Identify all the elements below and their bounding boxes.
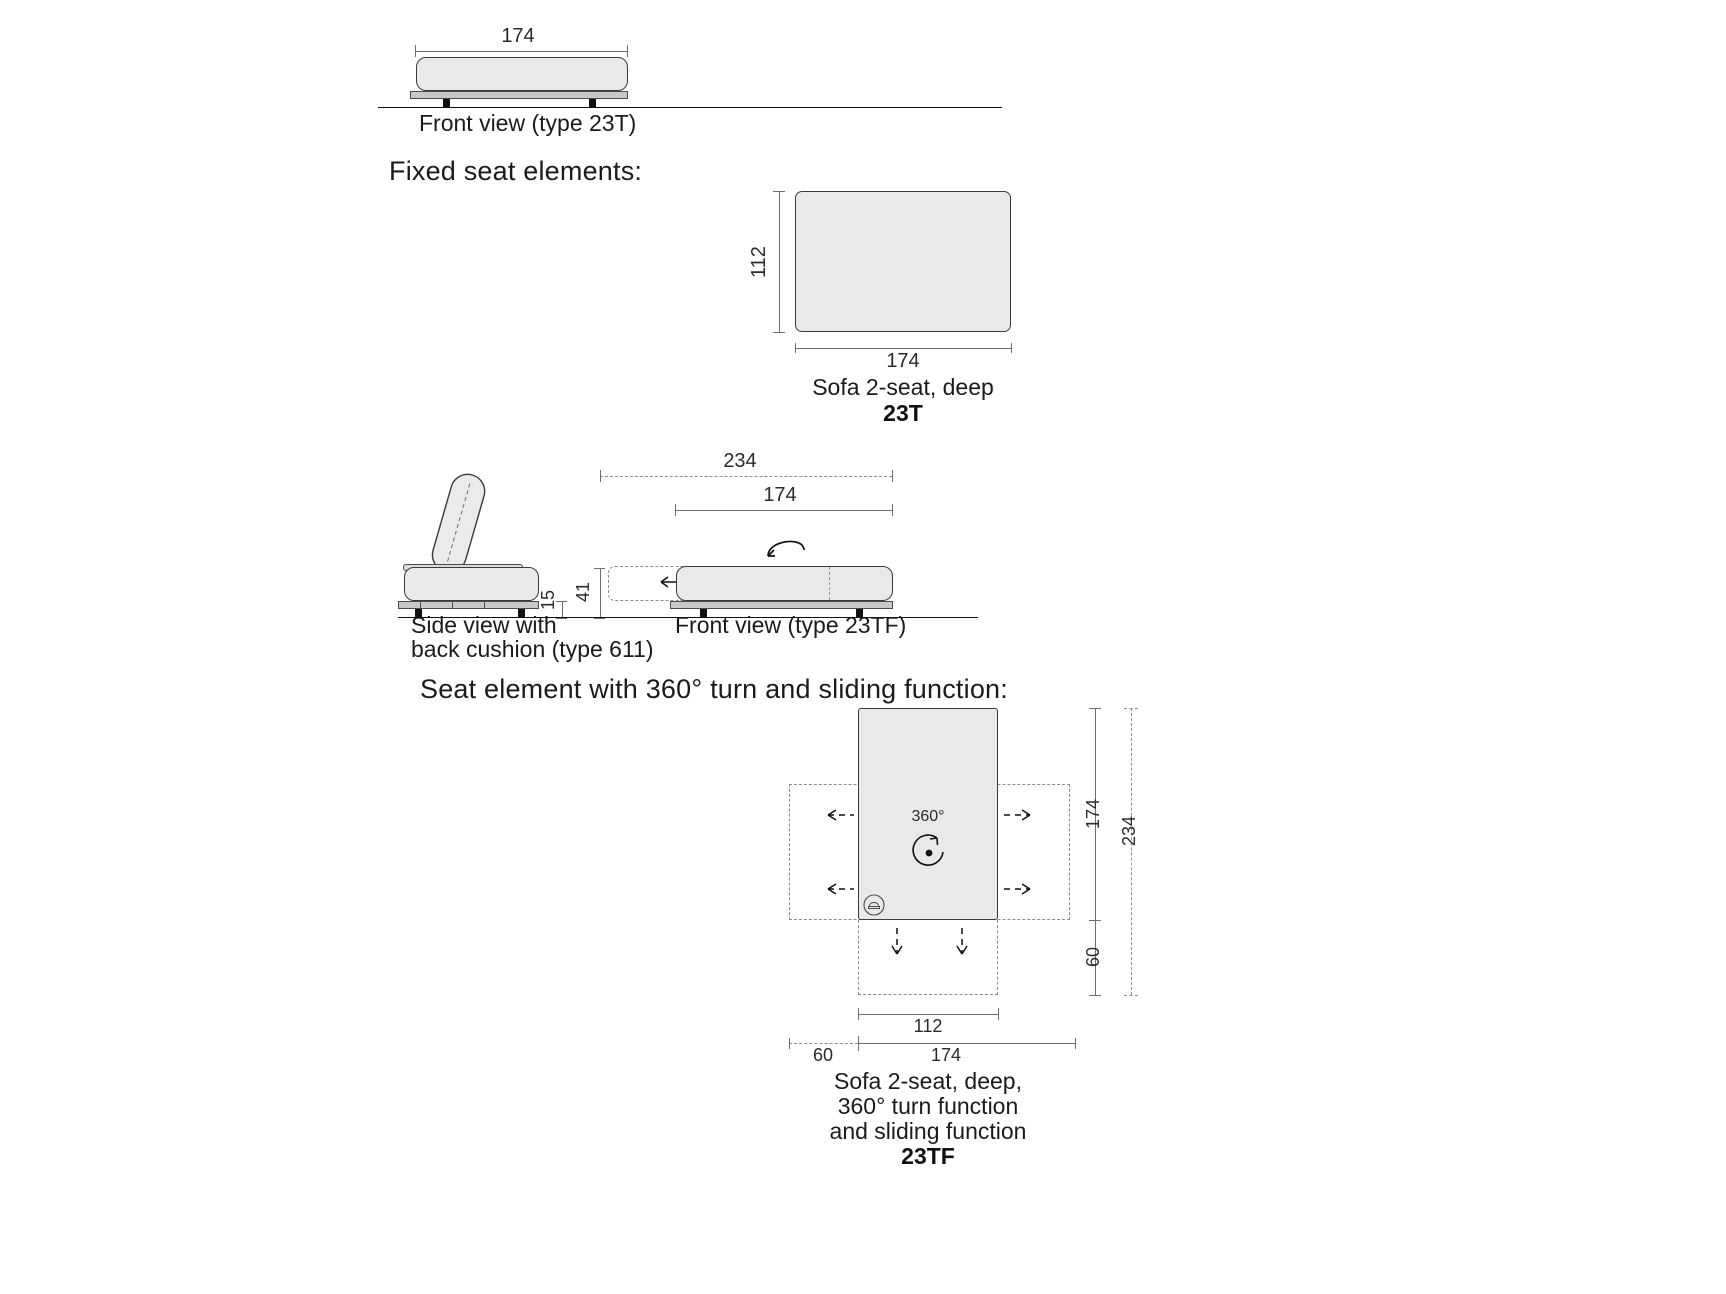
body-seam-line: [829, 567, 830, 600]
foot-side-right: [518, 609, 525, 618]
rotate-arrow-icon: [767, 540, 805, 557]
caption-turn-line2: 360° turn function: [837, 1093, 1019, 1119]
dim-tick-w-left: [795, 343, 796, 353]
dim-tick-41-top: [594, 568, 605, 569]
arrow-down-right-icon: [956, 928, 968, 955]
plan-view-23tf: [858, 708, 998, 920]
dim-tick-234-left: [600, 470, 601, 482]
plinth-side: [398, 601, 539, 609]
seat-body-front-23t: [416, 57, 628, 91]
heading-fixed-seat-elements: Fixed seat elements:: [389, 156, 643, 186]
caption-front-view-23t: Front view (type 23T): [419, 110, 637, 136]
dim-tick-234-right: [892, 470, 893, 482]
dim-tick-left: [415, 45, 416, 57]
dim-line-bottom-60: [789, 1043, 858, 1044]
dim-tick-r234-bottom: [1124, 995, 1138, 996]
ghost-slide-band-vertical: [858, 915, 998, 995]
dim-line-right-234: [1131, 708, 1132, 995]
label-360-degrees: 360°: [911, 808, 945, 825]
dim-bottom-60: 60: [812, 1045, 834, 1065]
dim-line-depth-23t: [779, 191, 780, 332]
dim-234-label: 234: [723, 450, 757, 472]
dim-tick-41-bottom: [594, 618, 605, 619]
dim-tick-r234-top: [1124, 708, 1138, 709]
dim-line-15: [562, 601, 563, 619]
foot-tf-left: [700, 609, 707, 618]
ground-line-middle: [398, 617, 978, 618]
caption-side-view-line1: Side view with: [411, 612, 557, 638]
foot-left: [443, 99, 450, 108]
arrow-left-bottom-icon: [827, 883, 854, 895]
plinth-front-23tf: [670, 601, 893, 609]
dim-174-label-tf: 174: [763, 484, 797, 506]
dim-depth-23t: 112: [748, 246, 770, 278]
seat-body-side: [404, 567, 539, 601]
dim-bottom-112: 112: [913, 1016, 943, 1036]
dim-tick-r60-bottom: [1089, 995, 1101, 996]
heading-turn-sliding: Seat element with 360° turn and sliding …: [420, 674, 1008, 704]
dim-top-front-width: 174: [501, 25, 535, 47]
dim-tick-15-top: [556, 601, 567, 602]
dim-line-top-front: [415, 51, 627, 52]
dim-height-41: 41: [573, 581, 593, 603]
caption-front-view-23tf: Front view (type 23TF): [675, 612, 907, 638]
code-23tf: 23TF: [901, 1143, 955, 1169]
dim-tick-174-left: [675, 504, 676, 516]
dim-tick-b174-right: [1075, 1038, 1076, 1049]
plinth-front-23t: [410, 91, 628, 99]
dim-tick-b60-left: [789, 1038, 790, 1049]
dim-tick-r174-top: [1089, 708, 1101, 709]
foot-tf-right: [856, 609, 863, 618]
dim-line-bottom-112: [858, 1014, 998, 1015]
dim-line-bottom-174: [858, 1043, 1075, 1044]
dim-tick-174-right: [892, 504, 893, 516]
dim-bottom-174: 174: [930, 1045, 962, 1065]
dim-line-174-tf: [675, 510, 892, 511]
arrow-left-top-icon: [827, 809, 854, 821]
code-23t: 23T: [883, 400, 923, 426]
dim-line-width-23t: [795, 348, 1011, 349]
dim-line-right-174: [1095, 708, 1096, 920]
dim-line-234: [600, 476, 892, 477]
sofa-badge-icon: [863, 894, 885, 916]
arrow-down-left-icon: [891, 928, 903, 955]
dim-tick-depth-bottom: [773, 332, 785, 333]
dim-line-right-60: [1095, 920, 1096, 995]
dim-tick-15-bottom: [556, 618, 567, 619]
circular-rotation-icon: [912, 834, 944, 866]
caption-side-view-line2: back cushion (type 611): [411, 636, 654, 662]
dim-width-23t: 174: [886, 350, 920, 372]
dim-tick-depth-top: [773, 191, 785, 192]
plinth-divider-1: [420, 601, 421, 609]
top-view-23t: [795, 191, 1011, 332]
caption-turn-line1: Sofa 2-seat, deep,: [834, 1068, 1022, 1094]
dim-right-234: 234: [1119, 815, 1139, 847]
dim-tick-right: [627, 45, 628, 57]
dim-tick-112-left: [858, 1008, 859, 1020]
plinth-divider-2: [452, 601, 453, 609]
foot-side-left: [415, 609, 422, 618]
dim-tick-b-mid: [858, 1036, 859, 1051]
ground-line-top: [378, 107, 1002, 108]
seat-body-front-23tf: [676, 566, 893, 601]
foot-right: [589, 99, 596, 108]
dim-right-60: 60: [1083, 946, 1103, 968]
plinth-divider-3: [484, 601, 485, 609]
dim-line-41: [600, 568, 601, 618]
arrow-right-top-icon: [1004, 809, 1031, 821]
caption-sofa-2-seat-deep: Sofa 2-seat, deep: [812, 374, 994, 400]
arrow-right-bottom-icon: [1004, 883, 1031, 895]
dim-tick-112-right: [998, 1008, 999, 1020]
dim-tick-w-right: [1011, 343, 1012, 353]
caption-turn-line3: and sliding function: [829, 1118, 1027, 1144]
